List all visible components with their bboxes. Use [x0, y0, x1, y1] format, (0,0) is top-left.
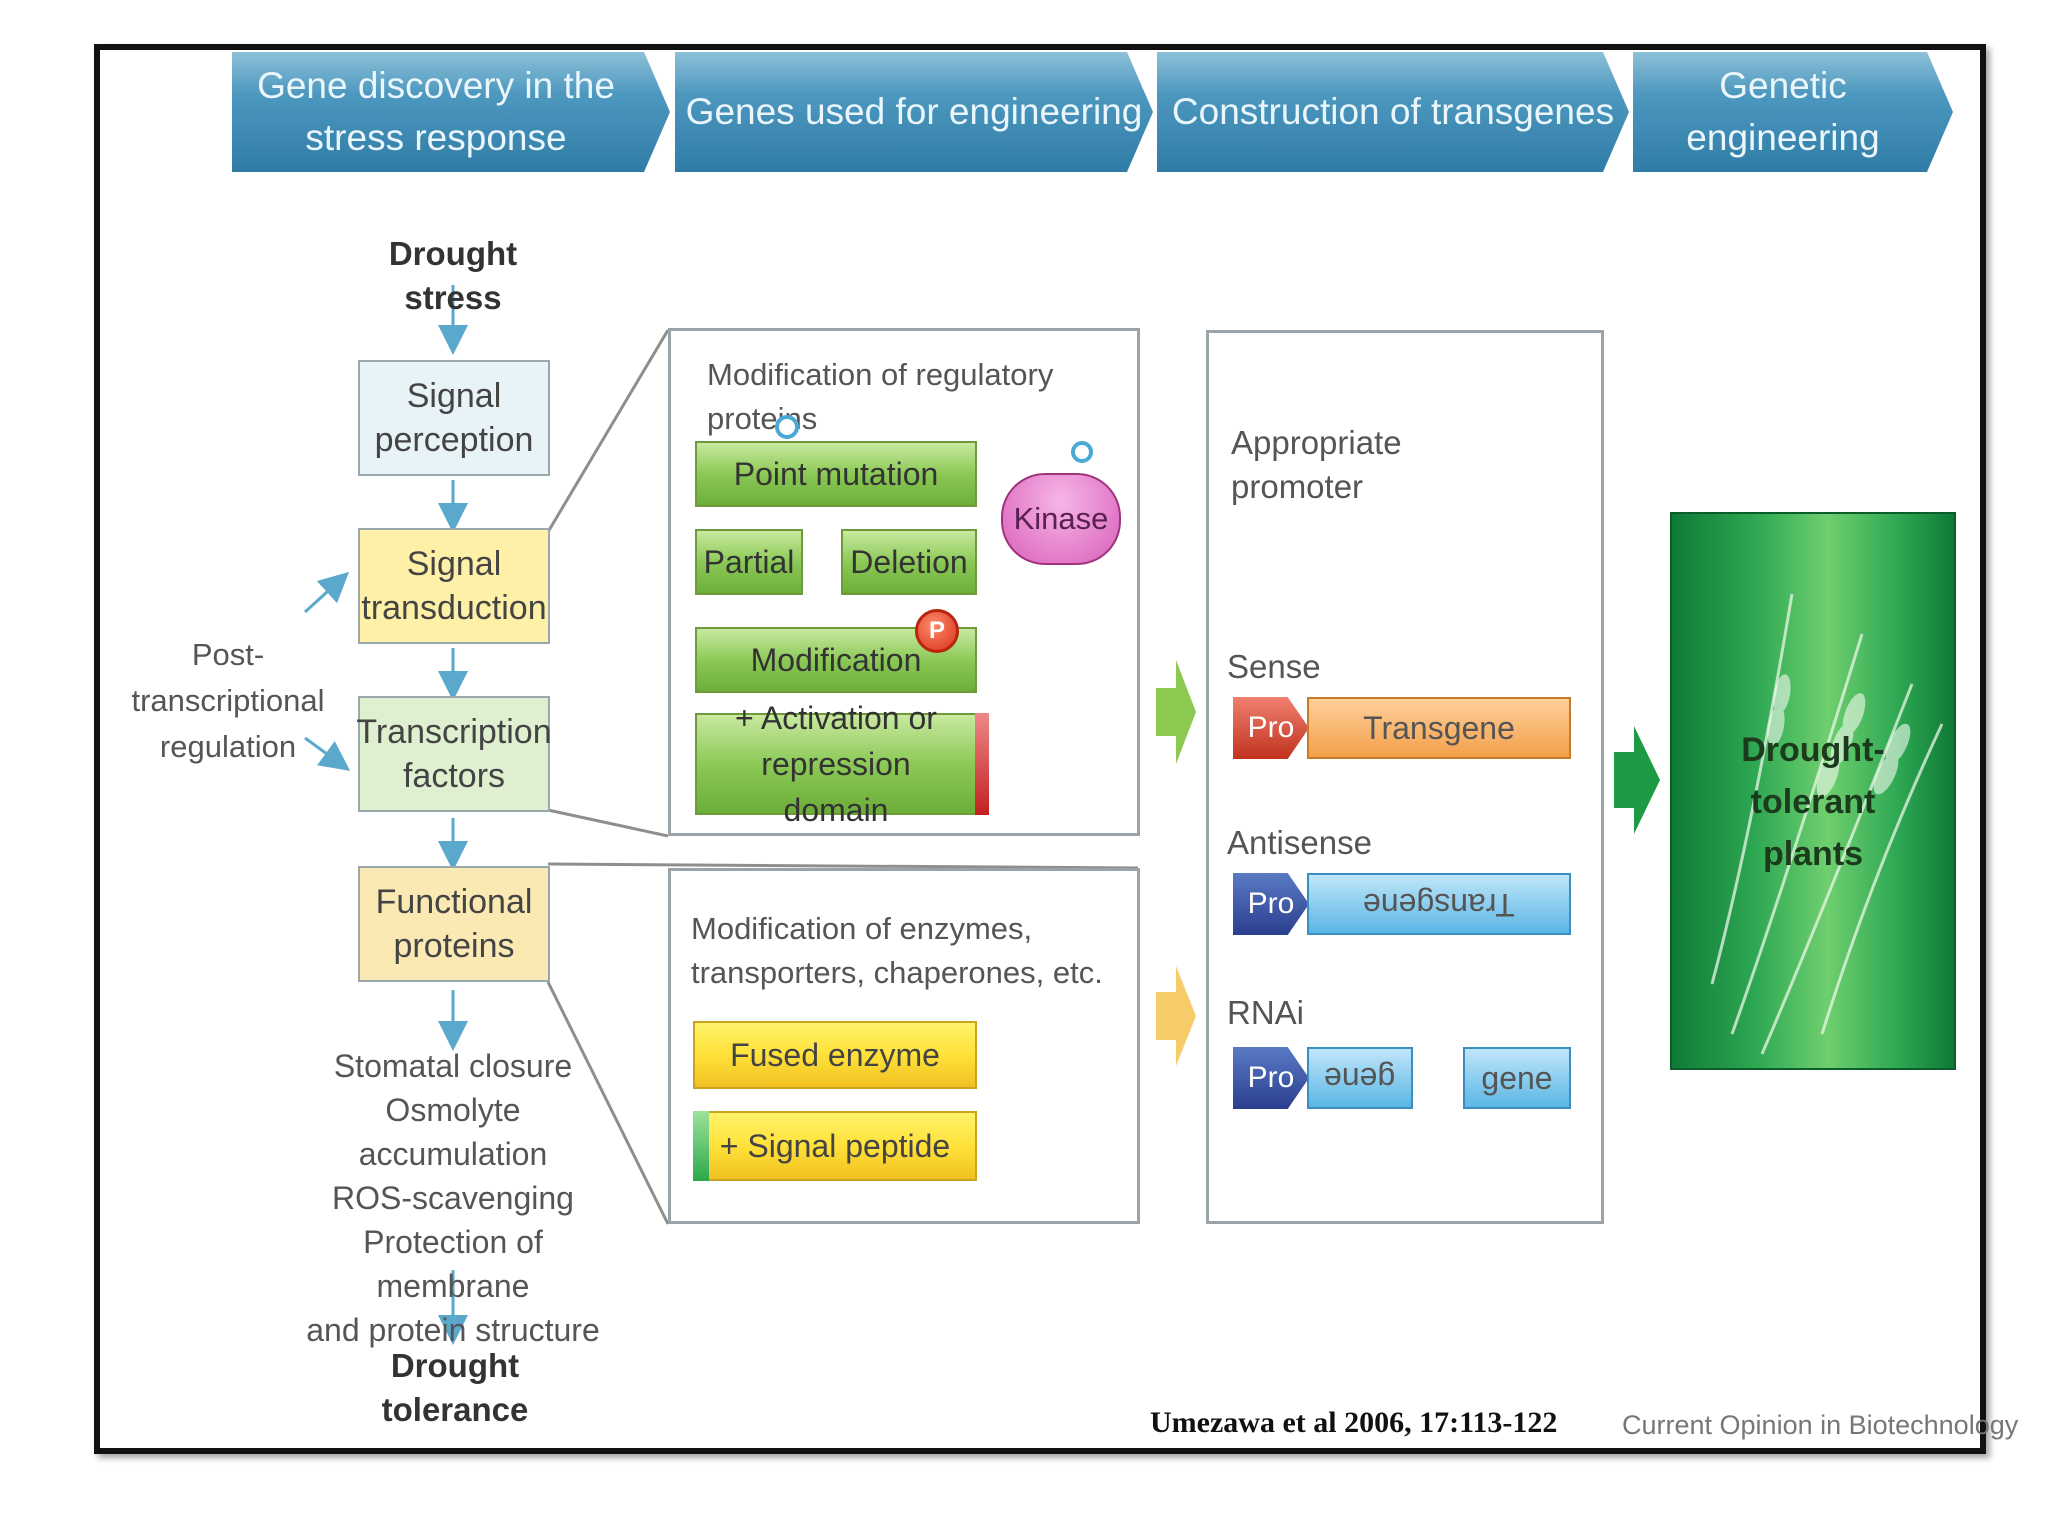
rnai-label: RNAi	[1227, 994, 1305, 1031]
drought-tolerance-label: Drought tolerance	[381, 1347, 529, 1428]
activation-domain-tag	[975, 713, 989, 815]
deletion-bar: Deletion	[841, 529, 977, 595]
antisense-promoter-block: Pro	[1233, 873, 1309, 935]
signal-peptide-bar: + Signal peptide	[693, 1111, 977, 1181]
result-line: Drought-	[1741, 731, 1885, 769]
gene-label: gene	[1481, 1059, 1553, 1096]
activation-domain-label: + Activation or repression domain	[735, 700, 937, 828]
signal-transduction-label: Signal transduction	[361, 545, 547, 627]
header-step-label: Gene discovery in the stress response	[257, 65, 615, 158]
pro-label: Pro	[1247, 711, 1295, 744]
signal-peptide-label: + Signal peptide	[719, 1127, 951, 1164]
regulatory-proteins-panel: Modification of regulatory proteins Poin…	[668, 328, 1140, 836]
drought-tolerant-plants-image: Drought- tolerant plants	[1670, 512, 1956, 1070]
signal-perception-label: Signal perception	[374, 377, 534, 459]
drought-stress-label: Drought stress	[388, 235, 518, 316]
wheat-illustration	[1710, 593, 1944, 1055]
rnai-inverted-gene-block: gene	[1307, 1047, 1413, 1109]
kinase-dot-icon	[1071, 441, 1093, 463]
sense-label: Sense	[1227, 648, 1321, 685]
enzymes-panel-title-line2: transporters, chaperones, etc.	[691, 955, 1103, 990]
effect-item: Stomatal closure	[333, 1048, 573, 1084]
citation-text: Umezawa et al 2006, 17:113-122	[1150, 1406, 1558, 1439]
promoter-label-line1: Appropriate	[1231, 424, 1402, 461]
enzymes-panel: Modification of enzymes, transporters, c…	[668, 868, 1140, 1224]
header-step-genetic-engineering: Genetic engineering	[1633, 52, 1953, 172]
header-step-construction: Construction of transgenes	[1157, 52, 1629, 172]
point-mutation-label: Point mutation	[733, 456, 939, 492]
sense-promoter-block: Pro	[1233, 697, 1309, 759]
pro-label: Pro	[1247, 1061, 1295, 1094]
fused-enzyme-bar: Fused enzyme	[693, 1021, 977, 1089]
inverted-gene-label: gene	[1324, 1060, 1396, 1097]
effect-item: Osmolyte accumulation	[358, 1092, 548, 1172]
header-step-label: Construction of transgenes	[1171, 91, 1615, 132]
point-mutation-bar: Point mutation	[695, 441, 977, 507]
result-label: Drought- tolerant plants	[1672, 724, 1954, 880]
header-step-gene-discovery: Gene discovery in the stress response	[232, 52, 670, 172]
transgene-label: Transgene	[1363, 709, 1515, 746]
mutation-dot-icon	[775, 415, 799, 439]
regulatory-panel-title: Modification of regulatory proteins	[707, 357, 1054, 436]
effect-item: ROS-scavenging	[332, 1180, 574, 1216]
pro-label: Pro	[1247, 887, 1295, 920]
rnai-gene-block: gene	[1463, 1047, 1571, 1109]
activation-domain-bar: + Activation or repression domain	[695, 700, 977, 828]
antisense-label: Antisense	[1227, 824, 1372, 861]
signal-perception-box: Signal perception	[358, 360, 550, 476]
phosphate-marker-label: P	[928, 617, 945, 644]
enzymes-panel-title-line1: Modification of enzymes,	[691, 911, 1033, 946]
signal-transduction-box: Signal transduction	[358, 528, 550, 644]
functional-proteins-box: Functional proteins	[358, 866, 550, 982]
partial-bar: Partial	[695, 529, 803, 595]
header-step-label: Genetic engineering	[1686, 65, 1880, 158]
functional-proteins-label: Functional proteins	[375, 883, 533, 965]
modification-label: Modification	[750, 642, 922, 678]
effect-item: and protein structure	[306, 1312, 600, 1348]
kinase-label: Kinase	[1013, 501, 1109, 536]
journal-text: Current Opinion in Biotechnology	[1622, 1410, 2019, 1440]
effect-item: Protection of membrane	[363, 1224, 543, 1304]
kinase-pill: Kinase	[1001, 473, 1121, 565]
deletion-label: Deletion	[850, 544, 968, 580]
phosphate-marker-icon: P	[915, 609, 959, 653]
post-transcriptional-label: Post-transcriptional regulation	[131, 637, 325, 764]
header-step-label: Genes used for engineering	[685, 91, 1143, 132]
transcription-factors-label: Transcription factors	[356, 713, 552, 795]
promoter-label-line2: promoter	[1231, 468, 1364, 505]
signal-peptide-tag	[693, 1111, 709, 1181]
rnai-promoter-block: Pro	[1233, 1047, 1309, 1109]
transgene-construct-panel: Appropriate promoter Sense Pro Transgene…	[1206, 330, 1604, 1224]
antisense-transgene-block: Transgene	[1307, 873, 1571, 935]
fused-enzyme-label: Fused enzyme	[730, 1036, 940, 1073]
partial-label: Partial	[703, 544, 795, 580]
sense-transgene-block: Transgene	[1307, 697, 1571, 759]
transcription-factors-box: Transcription factors	[356, 696, 552, 812]
result-line: tolerant	[1750, 783, 1876, 821]
result-line: plants	[1762, 835, 1864, 873]
reversed-transgene-label: Transgene	[1363, 886, 1515, 923]
header-step-genes-used: Genes used for engineering	[675, 52, 1153, 172]
stress-effects-list: Stomatal closure Osmolyte accumulation R…	[300, 1044, 606, 1352]
